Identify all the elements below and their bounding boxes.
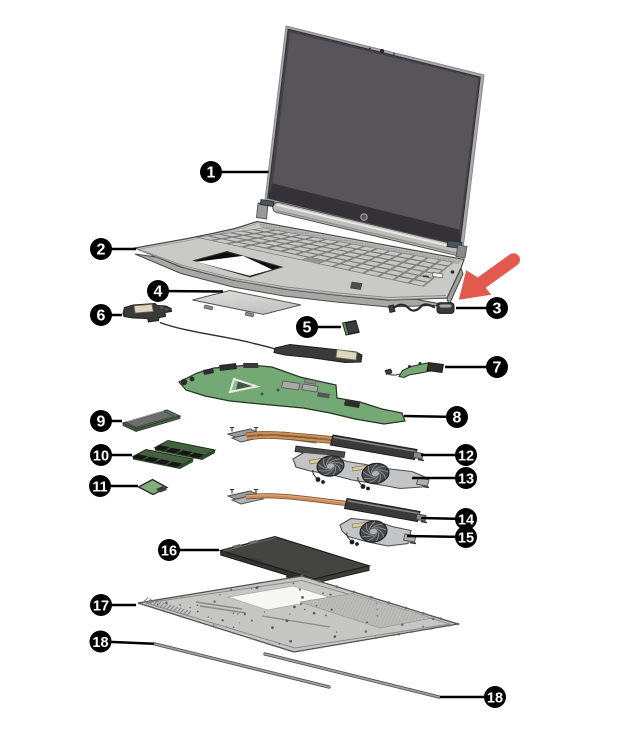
svg-text:12: 12 (458, 449, 474, 465)
svg-text:5: 5 (303, 320, 312, 337)
svg-text:11: 11 (92, 480, 107, 496)
svg-text:10: 10 (93, 449, 109, 465)
svg-text:18: 18 (487, 691, 503, 707)
svg-text:2: 2 (97, 242, 106, 259)
svg-text:16: 16 (161, 544, 177, 560)
svg-text:6: 6 (97, 308, 106, 325)
svg-text:13: 13 (458, 472, 474, 488)
svg-text:14: 14 (458, 513, 474, 529)
svg-text:7: 7 (493, 360, 502, 377)
svg-text:9: 9 (97, 414, 106, 431)
svg-text:17: 17 (93, 599, 109, 615)
svg-text:1: 1 (207, 165, 216, 182)
svg-text:3: 3 (493, 301, 502, 318)
svg-text:18: 18 (92, 635, 108, 651)
svg-text:4: 4 (154, 284, 163, 301)
svg-text:15: 15 (458, 531, 474, 547)
svg-text:8: 8 (453, 410, 462, 427)
